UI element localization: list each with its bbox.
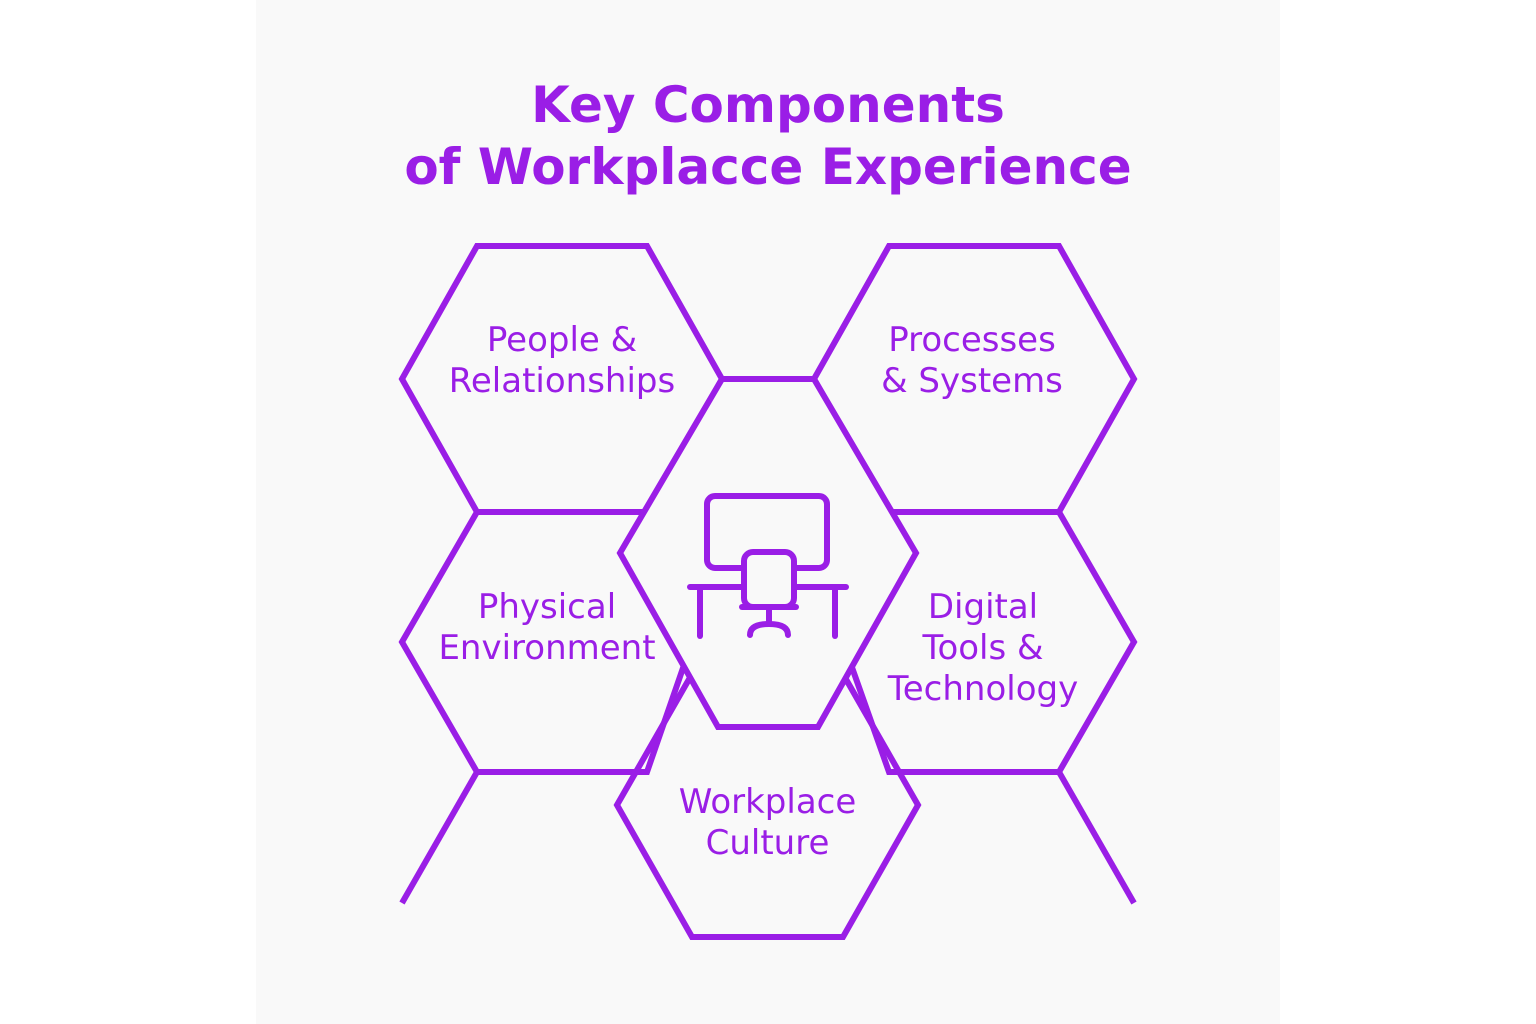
label-digital-line-2: Tools & [922, 628, 1044, 668]
label-digital-tools-technology: Digital Tools & Technology [843, 587, 1123, 710]
label-culture-line-1: Workplace [678, 782, 857, 822]
diagram-title: Key Components of Workplacce Experience [256, 74, 1280, 198]
label-processes-line-1: Processes [888, 320, 1056, 360]
connector-right [1056, 770, 1137, 905]
label-processes-line-2: & Systems [881, 361, 1063, 401]
label-digital-line-3: Technology [887, 669, 1079, 709]
label-physical-line-1: Physical [477, 587, 617, 627]
title-line-2: of Workplacce Experience [404, 138, 1132, 196]
label-people-line-2: Relationships [448, 361, 676, 401]
label-processes-systems: Processes & Systems [812, 320, 1132, 402]
chair-base [747, 621, 791, 638]
title-line-1: Key Components [531, 76, 1005, 134]
label-people-line-1: People & [486, 320, 638, 360]
label-physical-environment: Physical Environment [402, 587, 692, 669]
label-physical-line-2: Environment [438, 628, 656, 668]
desk-chair-monitor-icon [687, 493, 849, 639]
label-digital-line-1: Digital [927, 587, 1039, 627]
connector-left [399, 770, 480, 905]
label-workplace-culture: Workplace Culture [617, 782, 918, 864]
chair-back [741, 549, 797, 610]
label-people-relationships: People & Relationships [402, 320, 722, 402]
label-culture-line-2: Culture [705, 823, 830, 863]
